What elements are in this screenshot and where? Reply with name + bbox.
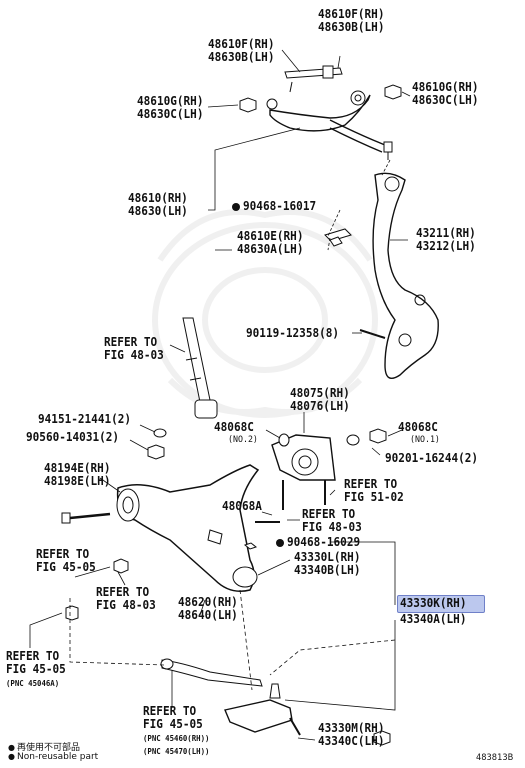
label-90201-16244: 90201-16244(2): [385, 451, 479, 465]
lower-ball-joint: [224, 699, 293, 733]
label-48610F-RH-top: 48610F(RH)48630B(LH): [318, 7, 385, 34]
steering-knuckle: [372, 172, 439, 379]
label-90468-16017: 90468-16017: [243, 199, 317, 213]
label-48075: 48075(RH)48076(LH): [290, 386, 350, 413]
label-48610G-right: 48610G(RH)48630C(LH): [412, 80, 479, 107]
legend-non-reusable-en: ●Non-reusable part: [8, 752, 99, 762]
label-43330L: 43330L(RH)43340B(LH): [294, 550, 361, 577]
label-upper-arm: 48610(RH)48630(LH): [128, 191, 188, 218]
label-43330M: 43330M(RH)43340C(LH): [318, 721, 385, 748]
label-94151-21441: 94151-21441(2): [38, 412, 132, 426]
label-lower-arm: 48620(RH)48640(LH): [178, 595, 238, 622]
label-43330K-RH[interactable]: 43330K(RH): [400, 596, 467, 610]
label-no1: (NO.1): [410, 435, 440, 445]
non-reusable-dot-1: [232, 203, 240, 211]
label-no2: (NO.2): [228, 435, 258, 445]
tie-rod-end: [161, 659, 263, 687]
figure-id: 483813B: [476, 753, 514, 763]
filled-dot-icon: ●: [8, 743, 15, 752]
upper-arm: [269, 94, 371, 132]
label-90468-16029: 90468-16029: [287, 535, 361, 549]
filled-dot-icon: ●: [8, 752, 15, 761]
label-48610G-left: 48610G(RH)48630C(LH): [137, 94, 204, 121]
label-48068C-no2: 48068C: [214, 420, 254, 434]
label-90560-14031: 90560-14031(2): [26, 430, 120, 444]
watermark-logo: [152, 209, 378, 418]
highlighted-part-box[interactable]: [397, 595, 485, 613]
label-48068A: 48068A: [222, 499, 262, 513]
label-48068C-no1: 48068C: [398, 420, 438, 434]
non-reusable-dot-2: [276, 539, 284, 547]
label-48194E: 48194E(RH)48198E(LH): [44, 461, 111, 488]
label-48610E: 48610E(RH)48630A(LH): [237, 229, 304, 256]
label-90119-12358: 90119-12358(8): [246, 326, 340, 340]
label-48610F-RH: 48610F(RH)48630B(LH): [208, 37, 275, 64]
legend-non-reusable-jp: ●再使用不可部品: [8, 743, 81, 753]
label-knuckle: 43211(RH)43212(LH): [416, 226, 476, 253]
label-43340A-LH: 43340A(LH): [400, 612, 467, 626]
